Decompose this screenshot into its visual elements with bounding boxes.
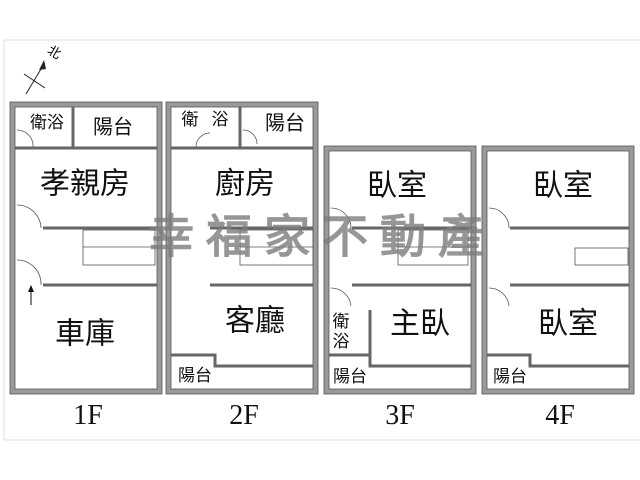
compass: 北 xyxy=(23,43,63,95)
room-label: 衛 xyxy=(333,312,350,332)
room-label: 廚房 xyxy=(215,167,275,202)
room-label: 陽台 xyxy=(333,367,367,387)
room-label: 陽台 xyxy=(93,115,133,139)
floor-2f: 衛 浴 陽台 廚房 客廳 陽台 2F xyxy=(165,101,319,431)
floor-4f: 臥室 臥室 陽台 4F xyxy=(481,145,635,431)
room-label: 陽台 xyxy=(178,366,212,386)
room-label: 陽台 xyxy=(493,367,527,387)
floor-label: 3F xyxy=(385,400,415,431)
floor-label: 1F xyxy=(73,400,103,431)
room-label: 衛 xyxy=(182,110,199,130)
room-label: 孝親房 xyxy=(40,167,130,202)
north-label: 北 xyxy=(44,43,63,62)
room-label: 浴 xyxy=(212,110,229,130)
room-label: 衛浴 xyxy=(30,113,64,133)
room-label: 客廳 xyxy=(225,304,285,339)
floor-label: 2F xyxy=(229,400,259,431)
room-label: 臥室 xyxy=(538,307,598,342)
room-label: 車庫 xyxy=(55,317,115,352)
floor-1f: 衛浴 陽台 孝親房 車庫 1F xyxy=(9,101,163,431)
room-label: 臥室 xyxy=(533,169,593,204)
room-label: 臥室 xyxy=(367,169,427,204)
floor-3f: 臥室 衛 浴 主臥 陽台 3F xyxy=(323,145,477,431)
room-label: 浴 xyxy=(333,332,350,352)
floor-label: 4F xyxy=(545,400,575,431)
room-label: 主臥 xyxy=(390,307,450,342)
room-label: 陽台 xyxy=(265,111,305,135)
watermark: 幸福家不動產 xyxy=(148,210,496,264)
frame xyxy=(3,39,640,441)
